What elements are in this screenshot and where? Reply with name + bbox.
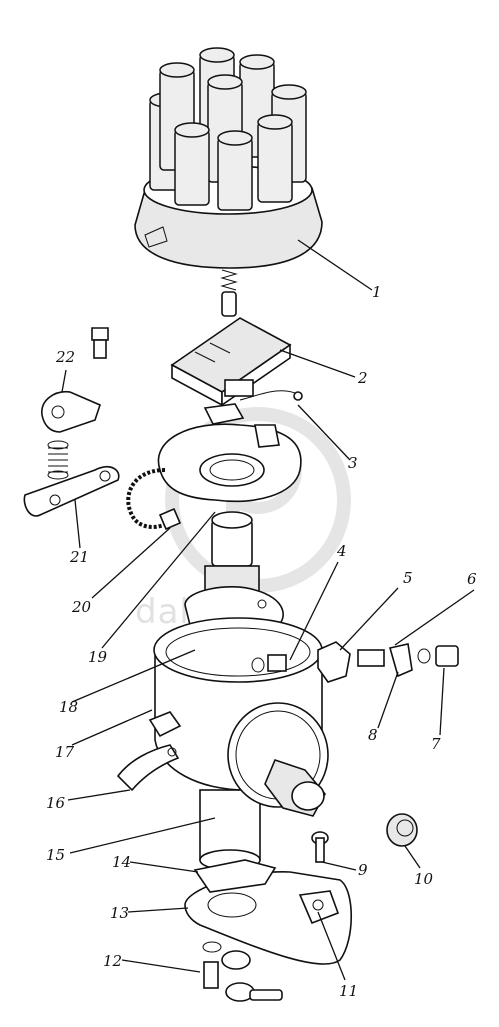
label-13: 13 [110,904,129,922]
label-12: 12 [103,952,122,970]
rotor [170,317,292,407]
gasket-14 [193,859,277,893]
label-7: 7 [431,735,441,753]
spring [47,440,69,480]
clamp-12 [202,941,283,1002]
label-20: 20 [71,598,92,616]
label-8: 8 [368,726,378,744]
screw-9 [311,831,329,863]
lead-wire [126,468,182,531]
label-15: 15 [46,846,65,864]
part-labels: 1 2 3 4 5 6 7 8 9 10 11 12 13 14 15 16 1… [46,283,477,1000]
label-6: 6 [467,570,477,588]
vacuum-unit [227,702,329,817]
label-16: 16 [46,794,66,812]
base-plate [184,871,353,965]
label-11: 11 [339,982,358,1000]
label-9: 9 [358,861,368,879]
label-22: 22 [55,348,75,366]
breaker-plate [157,390,303,503]
bracket-22 [41,327,109,433]
terminal-assembly [317,641,459,683]
lever-21 [23,465,120,517]
label-5: 5 [403,569,413,587]
label-3: 3 [348,454,358,472]
cam-shaft [204,511,260,703]
label-1: 1 [372,283,382,301]
label-21: 21 [69,548,89,566]
part-4 [251,654,287,673]
label-17: 17 [55,743,75,761]
label-18: 18 [59,698,78,716]
label-19: 19 [88,648,108,666]
center-spring [220,269,238,317]
label-2: 2 [357,369,368,387]
cap-nut-10 [386,813,418,847]
clamp-16 [116,744,180,792]
label-4: 4 [336,542,347,560]
label-14: 14 [112,853,131,871]
distributor-cap [134,47,323,269]
label-10: 10 [414,870,434,888]
leader-lines [61,239,475,981]
